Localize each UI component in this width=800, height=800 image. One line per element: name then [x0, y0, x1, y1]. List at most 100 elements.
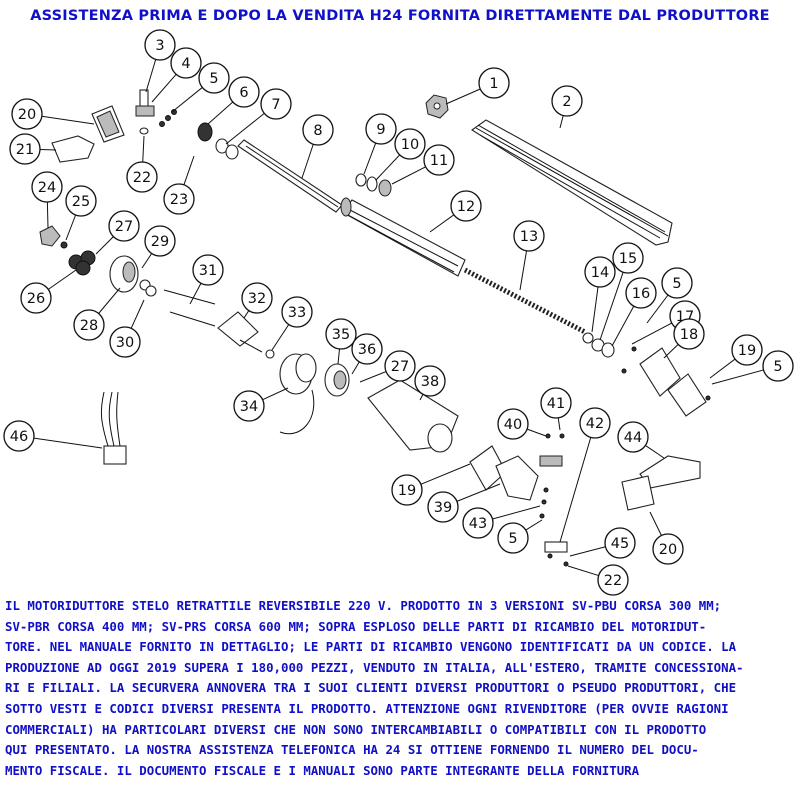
callouts: 3456781220212223910112425271213292631323… [3, 29, 794, 596]
callout-leader-line [189, 283, 202, 305]
callout-leader-line [557, 417, 561, 431]
profile-2 [471, 119, 673, 246]
callout-circle [604, 527, 636, 559]
callout-circle [661, 267, 693, 299]
callout-leader-line [48, 269, 77, 290]
callout-number: 45 [611, 536, 629, 552]
callout-leader-line [631, 322, 672, 345]
description-line: RI E FILIALI. LA SECURVERA ANNOVERA TRA … [5, 680, 737, 696]
callout-circle [73, 309, 105, 341]
callout-number: 20 [18, 107, 36, 123]
callout-3: 3 [144, 29, 176, 93]
callout-circle [163, 183, 195, 215]
callout-6: 6 [207, 76, 260, 125]
callout-leader-line [663, 344, 679, 359]
callout-40: 40 [497, 408, 547, 440]
callout-leader-line [98, 287, 121, 314]
callout-21: 21 [9, 133, 57, 165]
callout-number: 14 [591, 265, 609, 281]
callout-33: 33 [271, 296, 313, 351]
callout-number: 38 [421, 374, 439, 390]
callout-leader-line [649, 511, 662, 536]
callout-circle [365, 113, 397, 145]
callout-circle [673, 318, 705, 350]
callout-number: 18 [680, 327, 698, 343]
callout-leader-line [456, 483, 501, 502]
callout-circle [108, 210, 140, 242]
lower-assembly-39-43 [469, 433, 569, 567]
housing-38 [367, 379, 459, 453]
callout-number: 42 [586, 416, 604, 432]
callout-leader-line [337, 348, 341, 365]
callout-number: 22 [133, 170, 151, 186]
callout-14: 14 [584, 256, 616, 333]
callout-number: 32 [248, 291, 266, 307]
callout-45: 45 [569, 527, 636, 559]
description-line: TORE. NEL MANUALE FORNITO IN DETTAGLIO; … [5, 639, 737, 655]
callout-circle [462, 507, 494, 539]
profile-12 [340, 197, 466, 277]
callout-circle [391, 474, 423, 506]
callout-number: 25 [72, 194, 90, 210]
callout-circle [497, 408, 529, 440]
callout-leader-line [301, 144, 314, 179]
callout-leader-line [351, 361, 360, 375]
callout-leader-line [599, 272, 624, 341]
callout-leader-line [33, 437, 103, 449]
callout-number: 5 [508, 531, 517, 547]
rotor-32 [217, 311, 275, 359]
callout-circle [540, 387, 572, 419]
callout-number: 5 [773, 359, 782, 375]
callout-circle [228, 76, 260, 108]
callout-circle [198, 62, 230, 94]
callout-leader-line [151, 73, 177, 103]
callout-circle [126, 161, 158, 193]
callout-25: 25 [65, 185, 97, 241]
callout-19: 19 [391, 463, 471, 506]
callout-number: 10 [401, 137, 419, 153]
description-line: SOTTO VESTI E CODICI DIVERSI PRESENTA IL… [5, 700, 729, 716]
callout-24: 24 [31, 171, 63, 229]
description-line: MENTO FISCALE. IL DOCUMENTO FISCALE E I … [5, 762, 640, 778]
clip-22 [139, 127, 149, 135]
callout-22: 22 [126, 135, 158, 193]
callout-leader-line [359, 371, 387, 383]
exploded-parts-diagram: 3456781220212223910112425271213292631323… [3, 29, 794, 596]
callout-number: 28 [80, 318, 98, 334]
callout-9: 9 [363, 113, 397, 175]
fittings-3-4-5 [135, 89, 177, 127]
callout-circle [144, 29, 176, 61]
callout-46: 46 [3, 420, 103, 452]
callout-circle [11, 98, 43, 130]
callout-circle [3, 420, 35, 452]
callout-number: 31 [199, 263, 217, 279]
callout-circle [427, 491, 459, 523]
callout-circle [109, 326, 141, 358]
callout-leader-line [559, 115, 564, 129]
callout-16: 16 [611, 277, 657, 347]
callout-leader-line [526, 428, 547, 437]
callout-19: 19 [709, 334, 763, 379]
callout-number: 26 [27, 291, 45, 307]
callout-number: 3 [155, 38, 164, 54]
callout-leader-line [41, 115, 95, 125]
callout-circle [612, 242, 644, 274]
callout-circle [731, 334, 763, 366]
callout-number: 2 [562, 94, 571, 110]
description-line: COMMERCIALI) HA PARTICOLARI DIVERSI CHE … [5, 721, 707, 737]
callout-number: 43 [469, 516, 487, 532]
callout-circle [233, 390, 265, 422]
callout-leader-line [559, 437, 592, 543]
callout-leader-line [375, 154, 401, 181]
callout-leader-line [262, 387, 289, 401]
callout-number: 15 [619, 251, 637, 267]
rings-9-10-11 [355, 173, 392, 197]
callout-circle [144, 225, 176, 257]
description-line: PRODUZIONE AD OGGI 2019 SUPERA I 180,000… [5, 659, 744, 675]
callout-number: 19 [398, 483, 416, 499]
flange-35-36 [324, 363, 350, 397]
callout-number: 5 [209, 71, 218, 87]
callout-38: 38 [414, 365, 446, 401]
parts-drawings [39, 89, 711, 567]
callout-leader-line [420, 463, 471, 485]
